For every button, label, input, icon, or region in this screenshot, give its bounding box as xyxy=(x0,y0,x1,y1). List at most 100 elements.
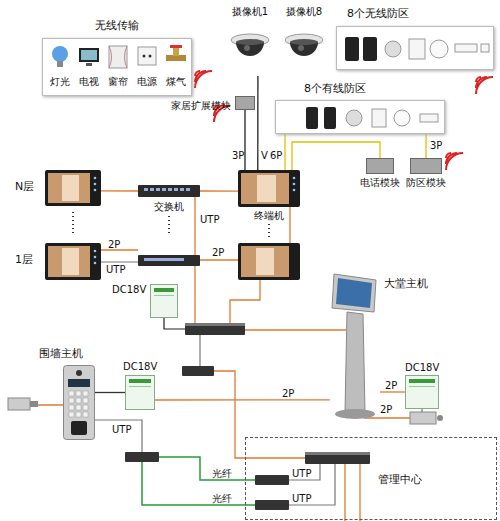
dome-camera: 摄像机8 xyxy=(282,6,326,76)
media-converter xyxy=(255,475,289,485)
device-dot xyxy=(293,183,296,186)
dome-camera: 摄像机1 xyxy=(228,6,272,76)
indoor-monitor: N层 xyxy=(45,170,101,206)
device-part xyxy=(170,45,182,48)
device-part xyxy=(76,412,81,417)
device-part xyxy=(168,188,172,191)
node-label: 防区模块 xyxy=(402,177,450,189)
device-part xyxy=(150,188,154,191)
appliance-icon-drawing xyxy=(163,43,189,73)
device-part xyxy=(48,173,90,203)
wire-label: 2P xyxy=(212,247,224,259)
device-part xyxy=(79,48,99,62)
device-dot xyxy=(94,183,97,186)
wireless-wave xyxy=(446,153,463,170)
core-switch-top xyxy=(185,323,245,326)
door-lock-bolt xyxy=(30,401,38,407)
node-label: 家居扩展模块 xyxy=(171,100,231,112)
device-dot xyxy=(76,370,82,376)
device-panel xyxy=(332,274,376,312)
wire-connector xyxy=(200,190,238,191)
device-part xyxy=(69,412,74,417)
appliance-icon-drawing xyxy=(134,43,160,73)
wire-label: 3P xyxy=(430,140,442,152)
expansion-module: 家居扩展模块 xyxy=(235,96,255,110)
node-label: 8个无线防区 xyxy=(347,8,409,20)
phone-module: 电话模块 xyxy=(366,158,394,174)
device-part xyxy=(129,386,151,387)
node-label: 电源 xyxy=(130,76,164,88)
device-part xyxy=(83,398,88,403)
device-dot xyxy=(52,46,68,62)
device-part xyxy=(76,405,81,410)
device-part xyxy=(62,248,79,275)
device-part xyxy=(71,421,87,435)
indoor-monitor-drawing xyxy=(45,243,101,280)
media-converter xyxy=(182,366,214,376)
device-dot xyxy=(293,177,296,180)
device-dot xyxy=(244,45,250,51)
terminal-monitor xyxy=(238,243,300,280)
zone-module: 防区模块 xyxy=(410,158,442,174)
indoor-monitor: 1层 xyxy=(45,243,101,280)
appliance-icon-drawing xyxy=(47,43,73,73)
appliance-icon: 窗帘 xyxy=(105,43,131,73)
device-part xyxy=(129,379,151,383)
cable-wire xyxy=(95,262,422,505)
device-part xyxy=(411,159,442,174)
power-supply: DC18V xyxy=(405,375,439,409)
wired-zone-box: 8个有线防区 xyxy=(275,100,445,134)
wire-label: 2P xyxy=(108,239,120,251)
wire-label: 6P xyxy=(270,150,282,162)
media-converter xyxy=(125,452,159,462)
indoor-monitor-drawing xyxy=(45,170,101,206)
terminal-monitor-drawing xyxy=(238,170,300,207)
device-part xyxy=(162,188,166,191)
center-switch-top xyxy=(305,452,370,455)
terminal-screen xyxy=(241,246,289,277)
network-switch: 交换机 xyxy=(138,185,200,197)
phone-module-drawing xyxy=(366,158,394,174)
node-label: 无线传输 xyxy=(43,20,191,32)
appliance-icon: 灯光 xyxy=(47,43,73,73)
node-label: 煤气 xyxy=(159,76,193,88)
node-label: N层 xyxy=(15,181,34,193)
shape-path xyxy=(345,312,365,412)
wire-label: UTP xyxy=(292,493,311,505)
device-part xyxy=(68,379,90,387)
device-part xyxy=(241,173,289,204)
device-panel xyxy=(336,278,372,308)
management-center: 管理中心 xyxy=(245,437,497,520)
node-label: 1层 xyxy=(15,254,33,266)
wall-station: 围墙主机 xyxy=(63,365,95,440)
appliance-icon-drawing xyxy=(105,43,131,73)
device-part xyxy=(138,47,156,65)
device-part xyxy=(69,405,74,410)
device-dot xyxy=(94,189,97,192)
zone-module-drawing xyxy=(410,158,442,174)
device-part xyxy=(126,376,155,410)
wired-zone-box-drawing xyxy=(276,101,446,135)
wireless-wave xyxy=(195,71,212,88)
device-part xyxy=(144,188,148,191)
device-part xyxy=(156,188,160,191)
device-dot xyxy=(149,55,152,58)
device-dot xyxy=(94,262,97,265)
device-part xyxy=(236,97,255,110)
power-supply-drawing xyxy=(150,284,178,318)
wire-connector xyxy=(284,134,285,170)
wire-label: 2P xyxy=(385,380,397,392)
power-wire xyxy=(164,318,185,329)
node-label: 灯光 xyxy=(43,76,77,88)
utp-wire xyxy=(38,197,410,521)
device-part xyxy=(83,391,88,396)
device-part xyxy=(109,46,127,68)
wire-label: 光纤 xyxy=(212,493,232,505)
node-label: 管理中心 xyxy=(378,474,422,486)
device-part xyxy=(81,50,97,60)
device-part xyxy=(363,37,377,61)
device-part xyxy=(180,188,184,191)
device-dot xyxy=(430,40,448,58)
wire-label: UTP xyxy=(106,264,125,276)
device-part xyxy=(257,175,276,202)
